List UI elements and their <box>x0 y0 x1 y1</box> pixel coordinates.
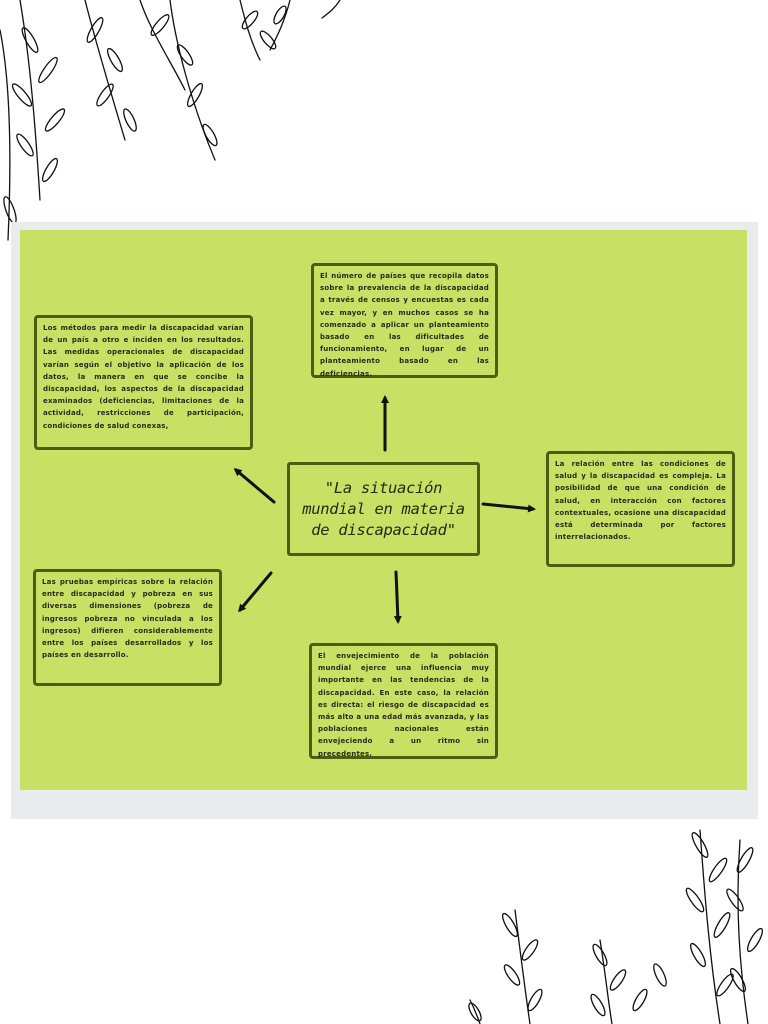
node-top-box: El número de países que recopila datos s… <box>311 263 498 378</box>
node-bottom-left-text: Las pruebas empíricas sobre la relación … <box>42 578 213 659</box>
node-top-text: El número de países que recopila datos s… <box>320 272 489 378</box>
arrow-down <box>396 572 398 621</box>
central-topic-box: "La situación mundial en materia de disc… <box>287 462 480 556</box>
node-top-left-box: Los métodos para medir la discapacidad v… <box>34 315 253 450</box>
arrow-up-left <box>236 470 274 502</box>
node-bottom-text: El envejecimiento de la población mundia… <box>318 652 489 758</box>
node-top-left-text: Los métodos para medir la discapacidad v… <box>43 324 244 430</box>
node-right-text: La relación entre las condiciones de sal… <box>555 460 726 541</box>
arrow-down-left <box>240 573 271 610</box>
node-right-box: La relación entre las condiciones de sal… <box>546 451 735 567</box>
node-bottom-box: El envejecimiento de la población mundia… <box>309 643 498 759</box>
central-topic-text: "La situación mundial en materia de disc… <box>300 478 467 541</box>
arrow-right <box>483 504 533 509</box>
node-bottom-left-box: Las pruebas empíricas sobre la relación … <box>33 569 222 686</box>
